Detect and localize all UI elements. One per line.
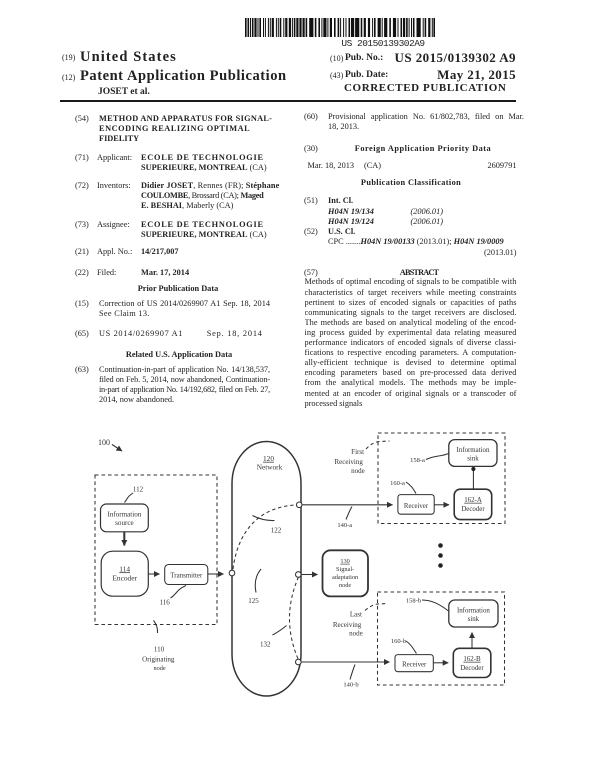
svg-text:140-a: 140-a: [337, 522, 352, 529]
svg-text:Signal-: Signal-: [336, 566, 354, 573]
svg-text:Originating: Originating: [142, 656, 175, 664]
svg-text:Transmitter: Transmitter: [170, 572, 203, 579]
svg-text:Information: Information: [457, 607, 490, 614]
svg-text:adaptation: adaptation: [332, 574, 359, 581]
svg-text:node: node: [349, 630, 363, 638]
svg-text:160-b: 160-b: [391, 638, 406, 645]
svg-text:158-a: 158-a: [410, 457, 425, 464]
svg-text:Information: Information: [457, 447, 490, 454]
svg-text:160-a: 160-a: [390, 480, 405, 487]
svg-text:Decoder: Decoder: [460, 665, 484, 672]
svg-text:Receiving: Receiving: [335, 458, 364, 466]
svg-text:120: 120: [263, 454, 274, 463]
svg-text:Network: Network: [257, 463, 283, 472]
svg-text:node: node: [339, 582, 351, 589]
svg-text:First: First: [351, 448, 364, 456]
svg-text:sink: sink: [468, 616, 480, 623]
svg-text:140-b: 140-b: [343, 682, 358, 689]
svg-text:Encoder: Encoder: [112, 574, 137, 583]
svg-text:Last: Last: [350, 611, 362, 619]
svg-text:100: 100: [98, 438, 110, 447]
svg-text:125: 125: [248, 597, 259, 605]
svg-text:112: 112: [133, 486, 144, 494]
svg-text:node: node: [153, 665, 165, 672]
svg-text:132: 132: [260, 641, 271, 649]
svg-text:122: 122: [271, 527, 282, 535]
svg-text:114: 114: [119, 564, 130, 573]
svg-text:116: 116: [160, 599, 171, 607]
svg-text:158-b: 158-b: [406, 598, 421, 605]
svg-text:Receiver: Receiver: [404, 503, 429, 510]
svg-text:node: node: [351, 467, 365, 475]
svg-text:Decoder: Decoder: [461, 506, 485, 513]
svg-text:Receiving: Receiving: [333, 621, 362, 629]
svg-text:Receiver: Receiver: [402, 662, 427, 669]
svg-text:110: 110: [154, 646, 165, 654]
svg-text:sink: sink: [467, 456, 479, 463]
svg-text:162-B: 162-B: [463, 656, 481, 663]
svg-text:source: source: [115, 519, 134, 527]
svg-text:162-A: 162-A: [464, 497, 482, 504]
svg-text:130: 130: [340, 558, 349, 565]
svg-text:Information: Information: [107, 511, 141, 519]
